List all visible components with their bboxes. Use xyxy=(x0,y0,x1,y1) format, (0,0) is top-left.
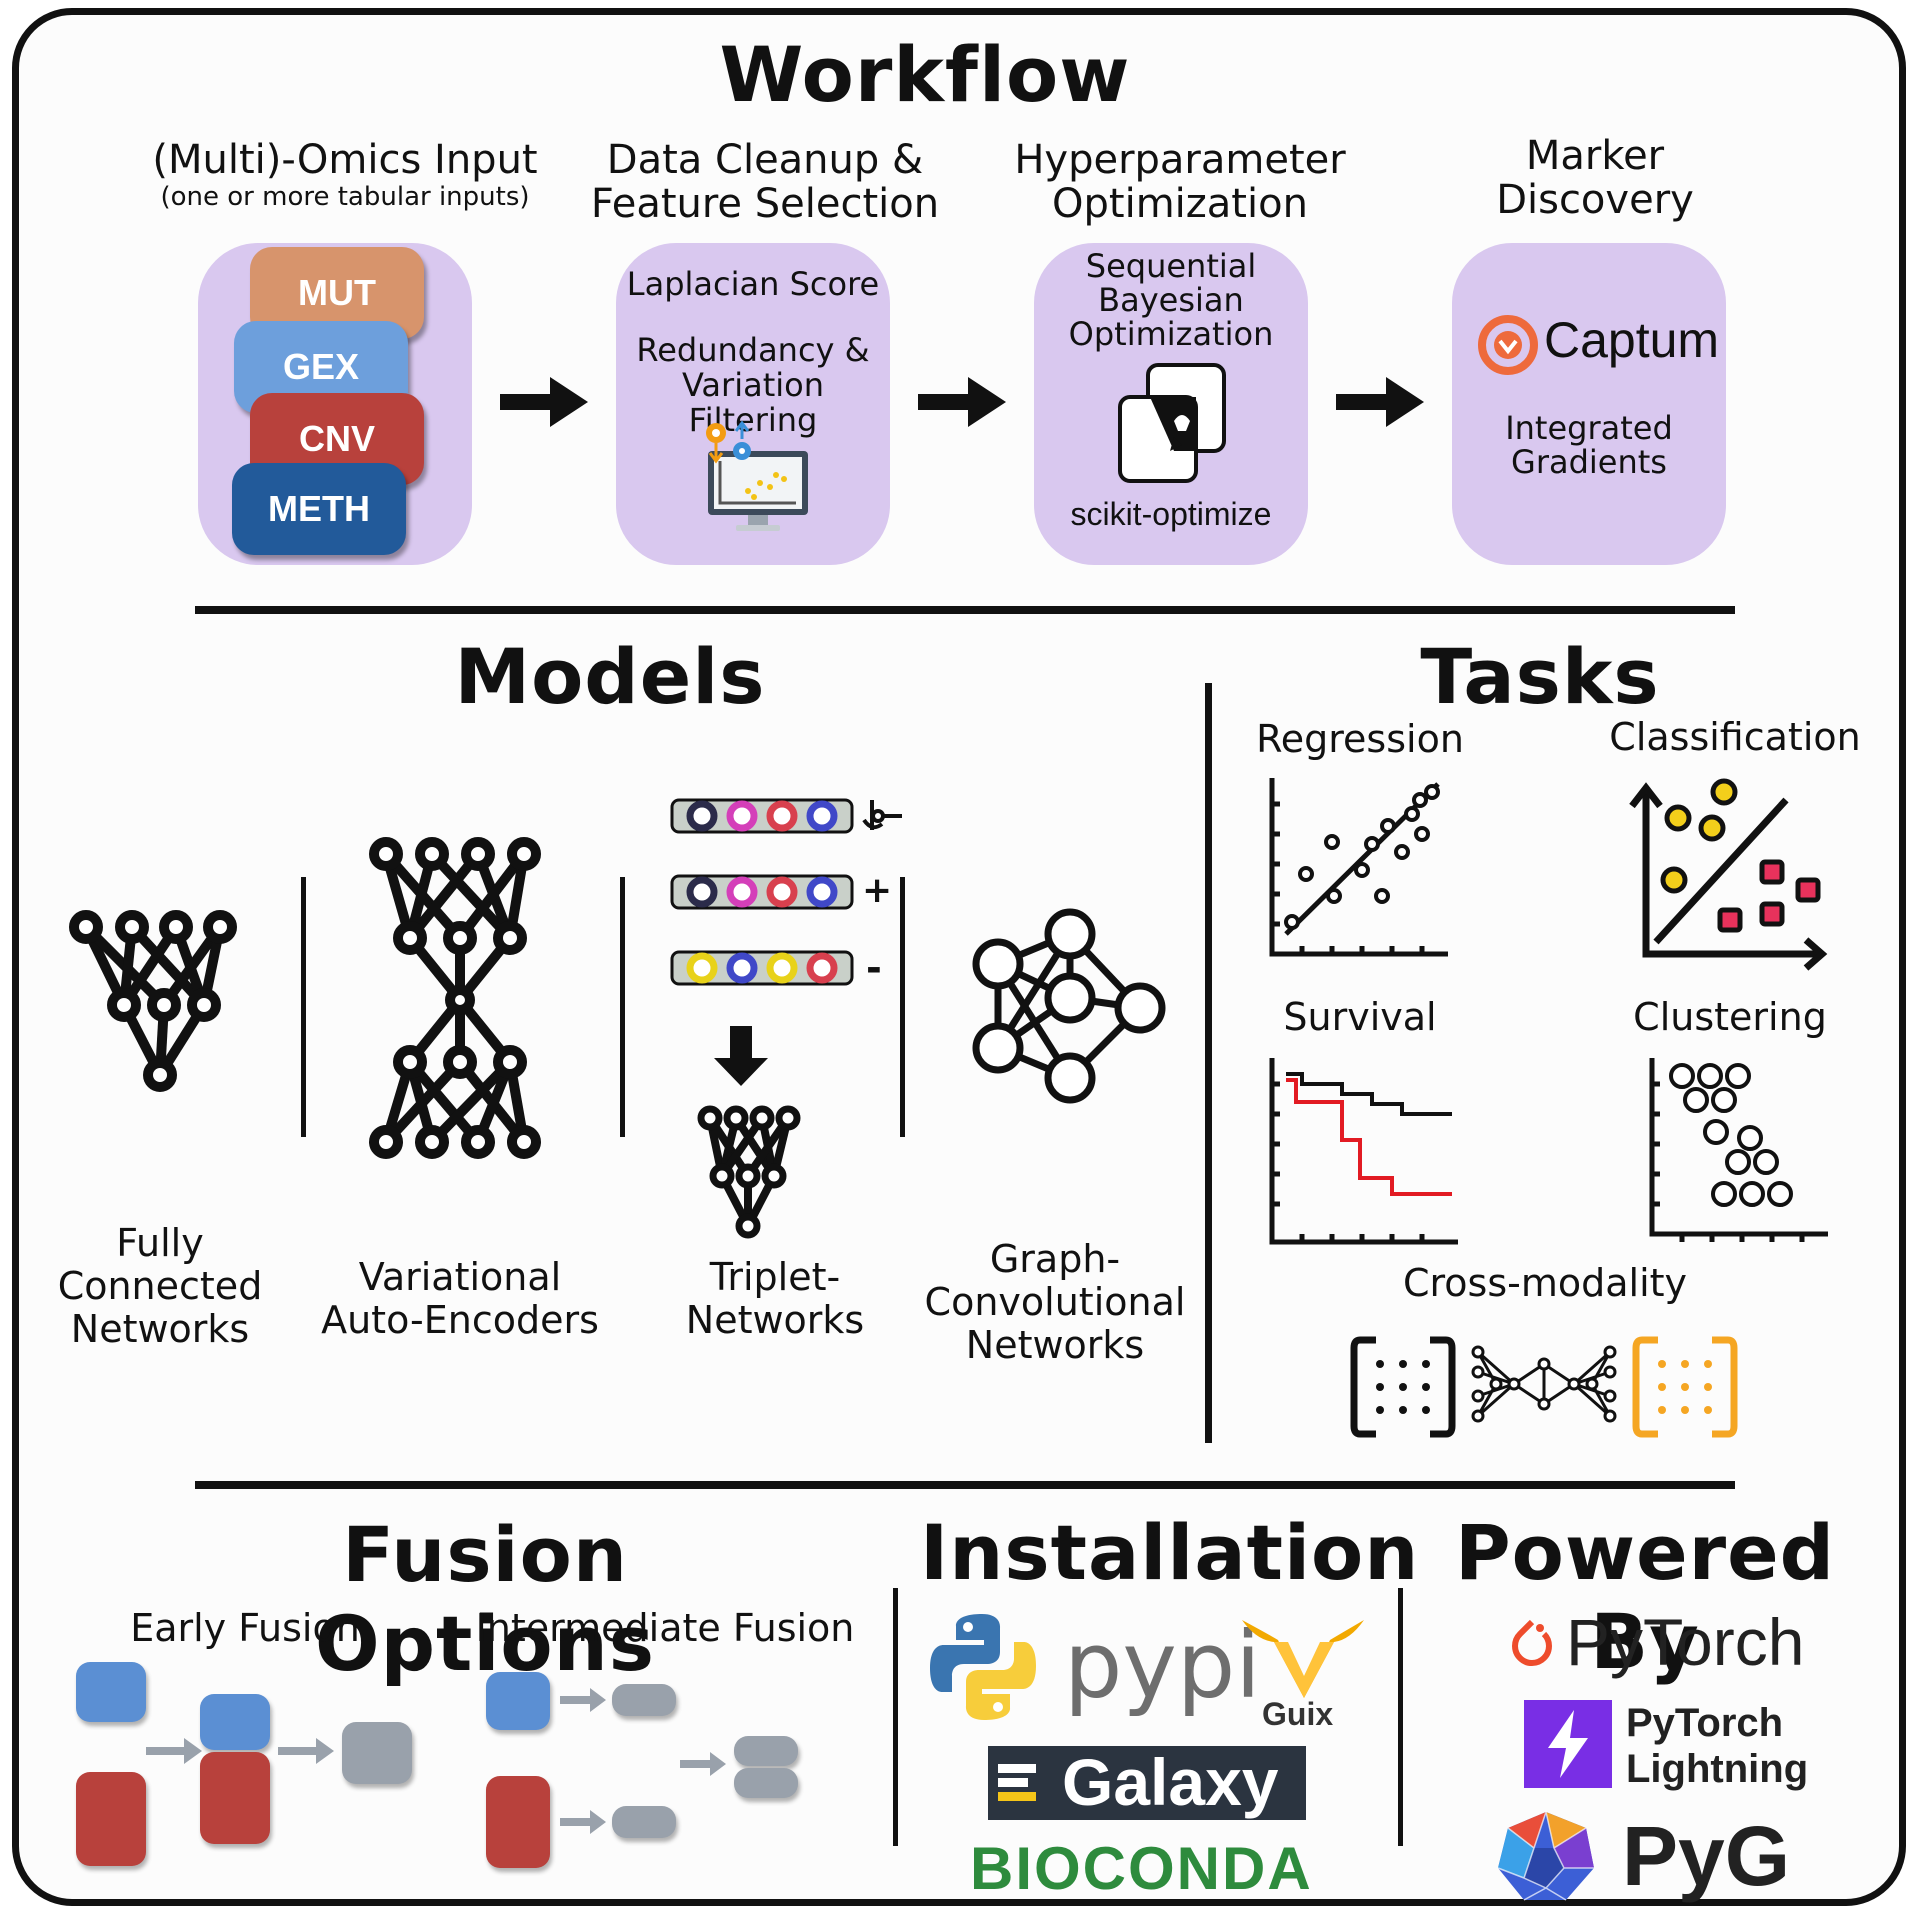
guix-brand: Guix xyxy=(1262,1696,1334,1732)
early-fusion-output xyxy=(342,1722,412,1784)
step-omics-title: (Multi)-Omics Input (one or more tabular… xyxy=(152,137,538,212)
powered-title: Powered By xyxy=(1454,1508,1836,1686)
step-hpo-title: Hyperparameter Optimization xyxy=(1014,137,1346,227)
fusion-title: Fusion Options xyxy=(315,1510,655,1688)
python-logo-icon xyxy=(930,1614,1036,1720)
captum-logo-icon xyxy=(1478,315,1538,375)
pyg-brand: PyG xyxy=(1622,1809,1791,1903)
omics-input-box: MUT GEX CNV METH xyxy=(198,243,472,565)
early-fusion-concat-red xyxy=(200,1752,270,1844)
arrow-right-icon xyxy=(500,377,588,427)
tasks-divider xyxy=(1205,683,1212,1443)
lightning-logo xyxy=(1524,1700,1612,1788)
task-clustering-label: Clustering xyxy=(1633,995,1827,1039)
hpo-box: Sequential Bayesian Optimization scikit-… xyxy=(1034,243,1308,565)
cross-modality-icon xyxy=(1350,1336,1738,1438)
arrow-right-icon xyxy=(918,377,1006,427)
pytorch-logo-icon xyxy=(1512,1619,1552,1667)
tasks-title: Tasks xyxy=(1420,632,1660,721)
classification-plot-icon xyxy=(1629,778,1828,971)
arrow-right-icon xyxy=(1336,377,1424,427)
task-cross-modality-label: Cross-modality xyxy=(1402,1261,1688,1305)
task-classification-label: Classification xyxy=(1609,715,1861,759)
triplet-negative-sign: - xyxy=(866,946,882,990)
bottom-divider xyxy=(893,1588,898,1846)
feature-selection-monitor-icon xyxy=(706,420,808,531)
intermediate-fusion-latent xyxy=(612,1806,676,1838)
task-regression-label: Regression xyxy=(1256,717,1464,761)
task-survival-label: Survival xyxy=(1283,995,1437,1039)
intermediate-fusion-input-blue xyxy=(486,1672,550,1730)
pypi-brand: pypi xyxy=(1064,1612,1261,1719)
arrow-right-icon xyxy=(146,1738,202,1764)
variational-autoencoder-icon xyxy=(369,837,541,1159)
model-label-gcn: Graph- Convolutional Networks xyxy=(924,1237,1186,1367)
guix-logo-icon xyxy=(1242,1620,1364,1698)
intermediate-fusion-fused xyxy=(734,1736,798,1766)
graph-convolutional-network-icon xyxy=(972,908,1166,1104)
intermediate-fusion-latent xyxy=(612,1684,676,1716)
lightning-bolt-icon xyxy=(1548,1710,1588,1778)
omics-meth: METH xyxy=(232,463,406,555)
early-fusion-input-blue xyxy=(76,1662,146,1722)
model-label-vae: Variational Auto-Encoders xyxy=(321,1255,599,1342)
arrow-right-icon xyxy=(560,1688,606,1712)
pyg-logo-icon xyxy=(1497,1809,1594,1901)
arrow-right-icon xyxy=(680,1752,726,1776)
workflow-title: Workflow xyxy=(719,30,1131,119)
galaxy-brand: Galaxy xyxy=(1062,1745,1279,1819)
regression-plot-icon xyxy=(1269,778,1448,957)
intermediate-fusion-input-red xyxy=(486,1776,550,1868)
pytorch-lightning-brand: PyTorch Lightning xyxy=(1626,1701,1809,1791)
early-fusion-label: Early Fusion xyxy=(130,1606,360,1650)
models-divider xyxy=(301,877,306,1137)
models-title: Models xyxy=(454,632,766,721)
captum-brand: Captum xyxy=(1544,312,1720,368)
arrow-right-icon xyxy=(560,1810,606,1834)
galaxy-logo: Galaxy xyxy=(988,1745,1306,1820)
fully-connected-network-icon xyxy=(69,910,237,1092)
model-label-fcn: Fully Connected Networks xyxy=(57,1221,263,1351)
triplet-positive-sign: + xyxy=(862,870,893,911)
clustering-plot-icon xyxy=(1649,1058,1828,1242)
galaxy-bars-icon xyxy=(998,1764,1036,1801)
section-divider xyxy=(195,606,1735,614)
models-divider xyxy=(900,877,905,1137)
survival-curve-icon xyxy=(1269,1058,1458,1245)
pytorch-brand: PyTorch xyxy=(1566,1605,1805,1679)
models-divider xyxy=(620,877,625,1137)
triplet-network-icon xyxy=(670,798,902,1239)
early-fusion-concat-blue xyxy=(200,1694,270,1750)
arrow-right-icon xyxy=(278,1738,334,1764)
model-label-triplet: Triplet- Networks xyxy=(685,1255,865,1342)
installation-title: Installation xyxy=(920,1508,1420,1597)
step-cleanup-title: Data Cleanup & Feature Selection xyxy=(590,137,940,227)
intermediate-fusion-label: Intermediate Fusion xyxy=(475,1606,855,1650)
scikit-optimize-logo-icon xyxy=(1118,363,1226,483)
bottom-divider xyxy=(1398,1588,1403,1846)
section-divider xyxy=(195,1481,1735,1489)
bioconda-brand: BIOCONDA xyxy=(970,1835,1313,1902)
step-marker-title: Marker Discovery xyxy=(1496,133,1694,223)
intermediate-fusion-fused xyxy=(734,1768,798,1798)
early-fusion-input-red xyxy=(76,1772,146,1866)
cleanup-box: Laplacian Score Redundancy & Variation F… xyxy=(616,243,890,565)
marker-box: Captum Integrated Gradients xyxy=(1452,243,1726,565)
